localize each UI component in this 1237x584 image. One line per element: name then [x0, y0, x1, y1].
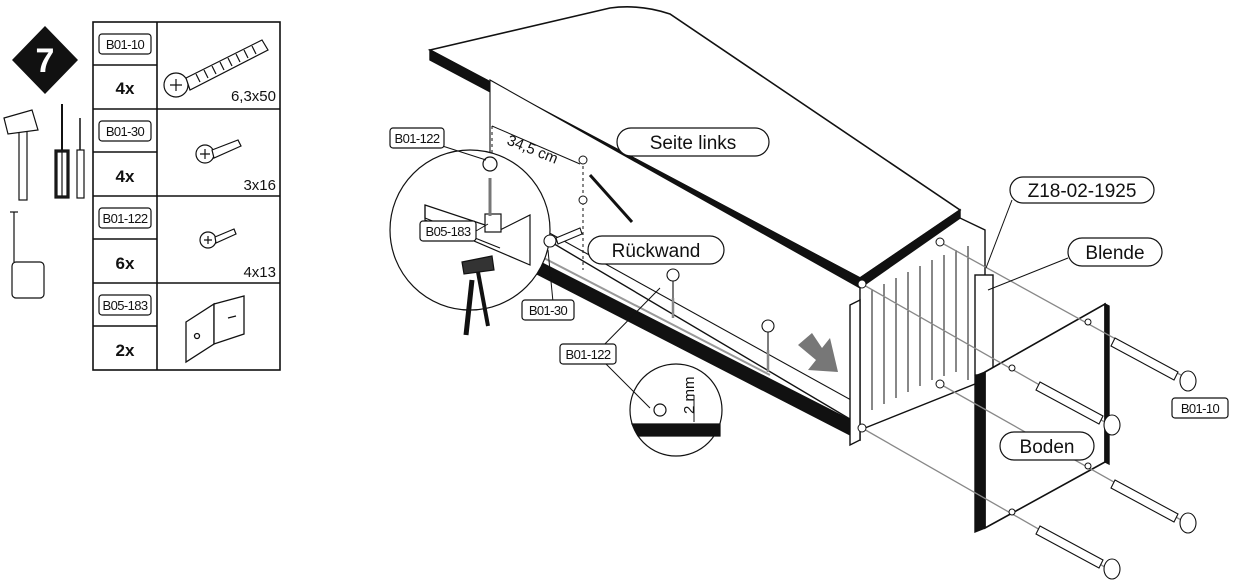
part-code: B01-30 [106, 124, 145, 139]
part-quantity: 6x [116, 254, 135, 273]
svg-text:Seite links: Seite links [650, 133, 737, 154]
svg-text:B05-183: B05-183 [426, 224, 471, 239]
long-screw-icon [1110, 337, 1197, 392]
svg-text:B01-10: B01-10 [1181, 401, 1220, 416]
cabinet-assembly [427, 6, 1191, 571]
wood-screw-icon [543, 227, 583, 248]
screwdriver-icon [463, 279, 475, 336]
part-size: 3x16 [243, 177, 276, 194]
svg-text:B01-30: B01-30 [529, 303, 568, 318]
callout-b01-122-top: B01-122 [389, 127, 445, 149]
callout-b01-30: B01-30 [521, 299, 575, 321]
angle-bracket-icon [185, 295, 245, 364]
hammer-icon [3, 109, 39, 201]
svg-text:Z18-02-1925: Z18-02-1925 [1028, 181, 1137, 202]
part-quantity: 4x [116, 167, 135, 186]
svg-text:Rückwand: Rückwand [612, 241, 701, 262]
svg-text:B01-122: B01-122 [395, 131, 440, 146]
parts-table [92, 21, 281, 371]
part-quantity: 4x [116, 79, 135, 98]
small-screw-icon [199, 228, 237, 249]
label-boden: Boden [999, 431, 1095, 461]
long-screw-icon [1035, 381, 1121, 436]
blende-panel [859, 217, 994, 432]
awl-icon [76, 118, 85, 199]
small-screw-icon [666, 268, 680, 318]
screwdriver-icon [54, 104, 70, 199]
svg-text:Boden: Boden [1020, 437, 1075, 458]
long-screw-icon [163, 39, 269, 98]
callout-leaders [429, 141, 1069, 409]
step-badge: 7 [12, 26, 78, 94]
part-code: B05-183 [103, 298, 148, 313]
dimension-2mm-label: 2 mm [681, 377, 698, 415]
label-seite-links: Seite links [616, 127, 770, 157]
back-screws [543, 227, 775, 372]
tape-measure-icon [10, 211, 45, 299]
small-screw-icon [761, 319, 775, 372]
detail-circle-gap [629, 363, 723, 457]
label-rueckwand: Rückwand [587, 235, 725, 265]
dowel-holes [857, 237, 1092, 516]
part-code: B01-122 [103, 211, 148, 226]
callout-b01-10: B01-10 [1171, 397, 1229, 419]
wood-screw-icon [195, 139, 242, 164]
label-blende: Blende [1067, 237, 1163, 267]
part-quantity: 2x [116, 341, 135, 360]
hammer-icon [461, 255, 495, 327]
part-row-b01-30: B01-30 4x 3x16 [98, 120, 276, 194]
part-size: 4x13 [243, 264, 276, 281]
long-screws [1035, 337, 1197, 580]
part-row-b05-183: B05-183 2x [98, 294, 245, 364]
part-row-b01-10: B01-10 4x 6,3x50 [98, 33, 276, 105]
step-number: 7 [36, 42, 55, 80]
long-screw-icon [1035, 525, 1121, 580]
part-row-b01-122: B01-122 6x 4x13 [98, 207, 276, 281]
callout-b05-183: B05-183 [419, 220, 477, 242]
svg-text:Blende: Blende [1085, 243, 1144, 264]
long-screw-icon [1110, 479, 1197, 534]
label-panel-code: Z18-02-1925 [1009, 176, 1155, 204]
part-size: 6,3x50 [231, 88, 276, 105]
part-code: B01-10 [106, 37, 145, 52]
svg-text:B01-122: B01-122 [566, 347, 611, 362]
callout-b01-122-mid: B01-122 [559, 343, 617, 365]
direction-arrow [798, 333, 838, 372]
